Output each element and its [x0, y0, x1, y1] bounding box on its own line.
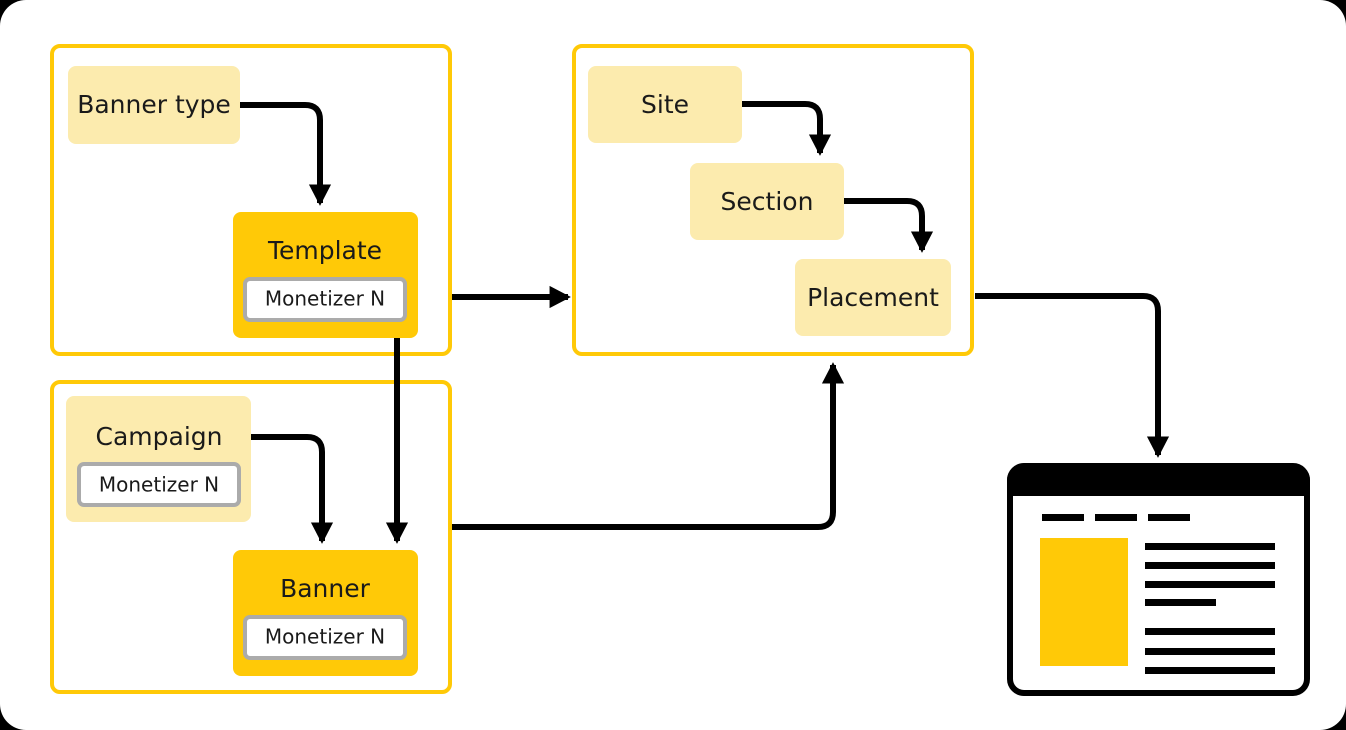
- node-template-chip-label: Monetizer N: [265, 287, 385, 311]
- node-template-chip-box: [243, 277, 407, 322]
- node-placement-box: [795, 259, 951, 336]
- node-campaign-label: Campaign: [96, 422, 223, 451]
- node-placement[interactable]: Placement: [795, 259, 951, 336]
- webpage-text-line: [1145, 628, 1275, 635]
- connector-campaign-to-banner: [250, 434, 334, 544]
- webpage-text-line: [1145, 667, 1275, 674]
- connector-site-to-section: [742, 101, 832, 156]
- node-section[interactable]: Section: [690, 163, 844, 240]
- connector-placement-to-webpage: [975, 293, 1170, 458]
- webpage-text-line: [1145, 562, 1275, 569]
- node-campaign-chip-box: [77, 462, 241, 507]
- webpage-nav-dash: [1042, 514, 1084, 521]
- node-banner-label: Banner: [280, 574, 371, 603]
- node-banner-type-label: Banner type: [77, 90, 231, 119]
- node-campaign-chip-label: Monetizer N: [99, 473, 219, 497]
- node-template[interactable]: Template Monetizer N: [233, 212, 418, 338]
- node-banner-chip-label: Monetizer N: [265, 625, 385, 649]
- webpage-text-line: [1145, 648, 1275, 655]
- node-template-label: Template: [267, 236, 382, 265]
- node-site-box: [588, 66, 742, 143]
- node-banner-type-box: [68, 66, 240, 144]
- node-banner-type[interactable]: Banner type: [68, 66, 240, 144]
- connector-section-to-placement: [843, 198, 934, 253]
- webpage-mockup[interactable]: [1007, 463, 1310, 696]
- webpage-mockup-titlebar: [1007, 466, 1310, 496]
- node-section-label: Section: [721, 187, 814, 216]
- webpage-text-line: [1145, 581, 1275, 588]
- webpage-nav-dash: [1148, 514, 1190, 521]
- node-banner[interactable]: Banner Monetizer N: [233, 550, 418, 676]
- node-campaign[interactable]: Campaign Monetizer N: [66, 396, 251, 522]
- connector-bannertype-to-template: [240, 102, 332, 206]
- webpage-text-line: [1145, 599, 1216, 606]
- node-site-label: Site: [641, 90, 689, 119]
- node-placement-label: Placement: [807, 283, 939, 312]
- node-section-box: [690, 163, 844, 240]
- webpage-nav-dash: [1095, 514, 1137, 521]
- connector-campaign-to-inventory: [452, 362, 845, 530]
- node-site[interactable]: Site: [588, 66, 742, 143]
- webpage-text-line: [1145, 543, 1275, 550]
- node-banner-chip-box: [243, 615, 407, 660]
- webpage-ad-slot: [1040, 538, 1128, 666]
